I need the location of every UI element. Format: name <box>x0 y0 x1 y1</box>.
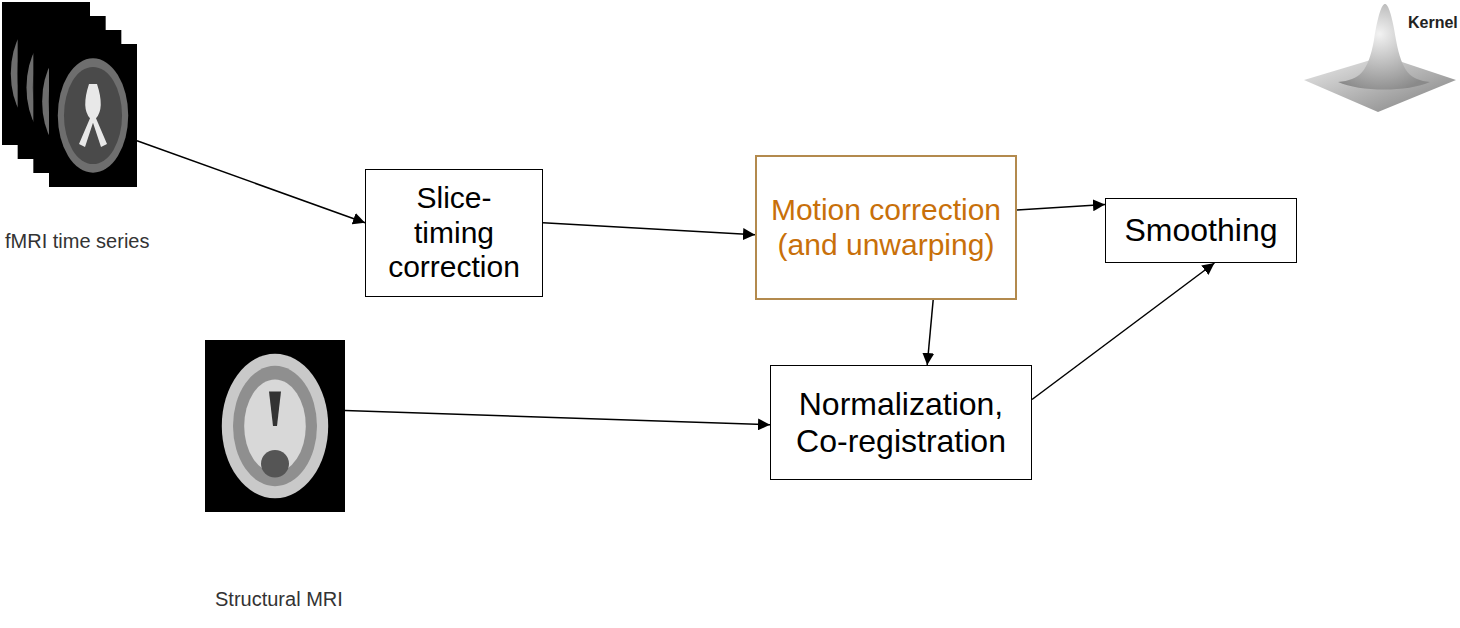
scan-frame <box>49 44 137 187</box>
brain-cortex <box>222 354 328 498</box>
flow-arrow <box>543 223 755 235</box>
brain-detail <box>261 450 289 478</box>
process-box: Normalization, Co-registration <box>770 365 1032 480</box>
brain-tissue <box>64 67 122 164</box>
flow-arrow <box>137 141 365 223</box>
ventricles <box>269 392 281 426</box>
scan-frame <box>205 340 345 512</box>
process-box: Smoothing <box>1105 198 1297 263</box>
ventricles <box>79 84 107 147</box>
image-caption: fMRI time series <box>5 230 149 253</box>
brain-illustration <box>205 340 345 512</box>
flow-arrow <box>927 300 933 365</box>
box-label: Normalization, Co-registration <box>783 386 1019 460</box>
flow-arrow <box>1032 263 1214 400</box>
box-label: Smoothing <box>1125 212 1278 249</box>
scan-image: fMRI time series <box>2 2 137 187</box>
image-caption: Structural MRI <box>215 588 343 611</box>
flow-arrow <box>1017 205 1105 211</box>
figure-label: Kernel <box>1408 14 1458 32</box>
box-label: Motion correction (and unwarping) <box>769 193 1003 262</box>
process-box: Slice-timing correction <box>365 169 543 297</box>
flow-arrow <box>345 411 770 425</box>
box-label: Slice-timing correction <box>378 181 530 285</box>
brain-illustration <box>2 2 137 187</box>
brain-grey-matter <box>233 366 317 486</box>
process-box: Motion correction (and unwarping) <box>755 155 1017 300</box>
scan-image: Structural MRI <box>205 340 345 512</box>
brain-slice <box>58 58 128 172</box>
